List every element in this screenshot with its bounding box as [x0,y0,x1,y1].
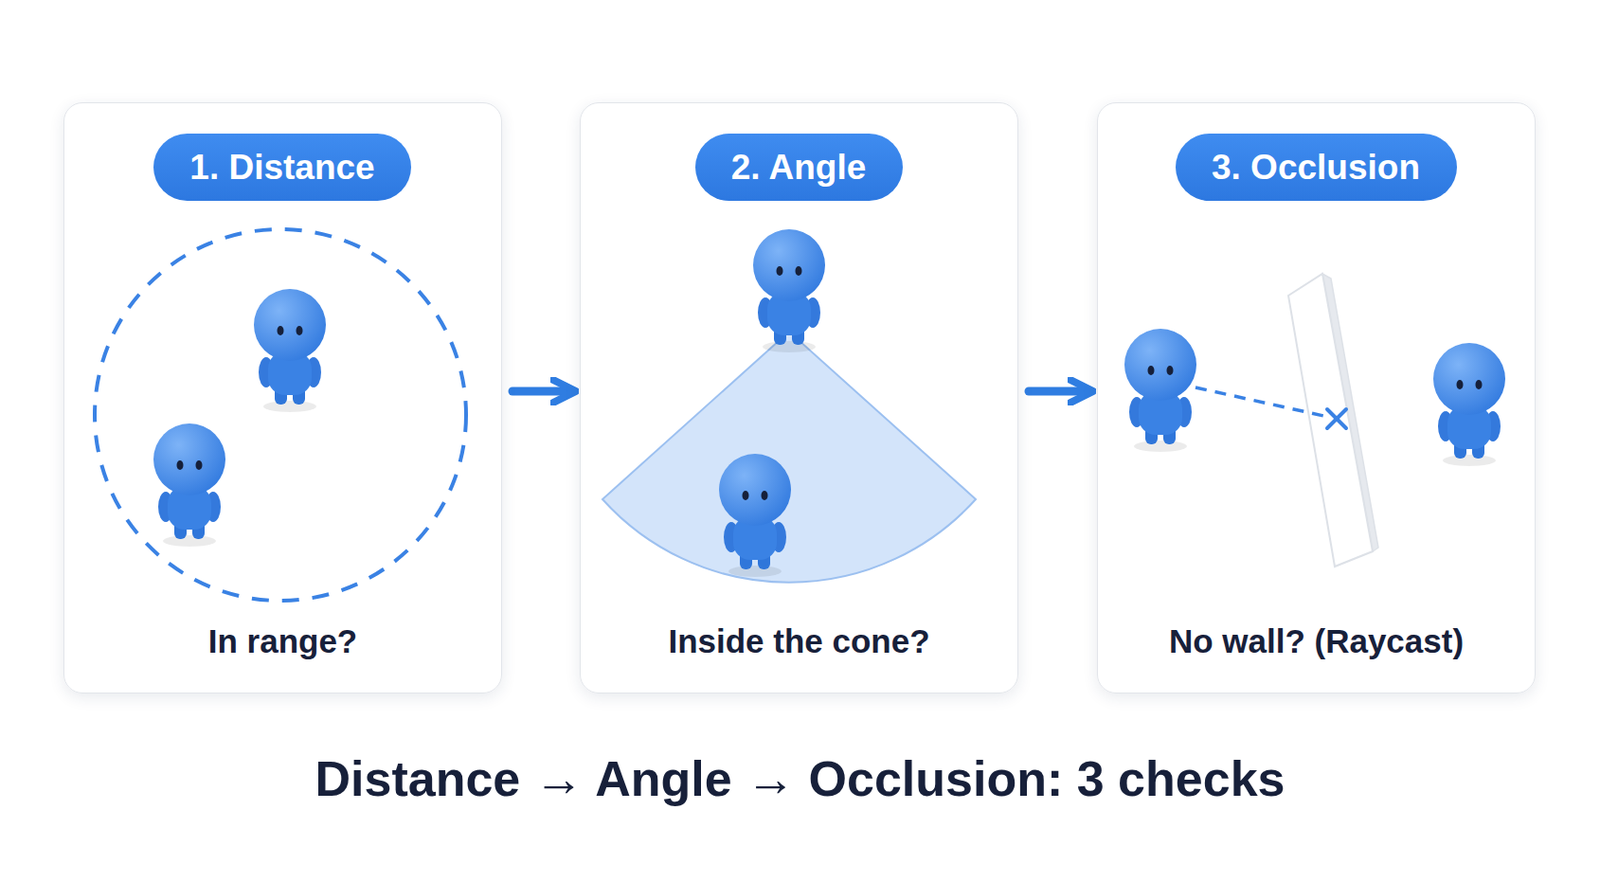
step-panel: In range? 1. Distance [63,102,503,694]
step-label-pill: 3. Occlusion [1175,133,1457,201]
view-cone [602,331,976,583]
flow-arrow [1028,387,1082,396]
character [1124,328,1197,452]
step-question: In range? [64,622,502,661]
hit-mark [1327,409,1347,429]
raycast-line [1195,387,1329,417]
flow-arrow [512,387,565,396]
step-question: Inside the cone? [580,622,1018,661]
character [253,288,326,413]
step-title: 1. Distance [189,147,375,188]
step-panel: No wall? (Raycast) 3. Occlusion [1096,102,1536,694]
step-label-pill: 1. Distance [153,133,412,201]
step-title: 2. Angle [731,147,867,188]
character [719,453,792,577]
character [153,423,226,547]
step-label-pill: 2. Angle [695,133,903,201]
diagram-caption: Distance → Angle → Occlusion: 3 checks [0,750,1600,808]
character [1433,342,1506,467]
character [753,229,826,353]
step-title: 3. Occlusion [1211,147,1421,188]
range-circle [94,229,467,601]
step-question: No wall? (Raycast) [1097,622,1535,661]
step-panel: Inside the cone? 2. Angle [579,102,1019,694]
wall [1288,273,1373,567]
